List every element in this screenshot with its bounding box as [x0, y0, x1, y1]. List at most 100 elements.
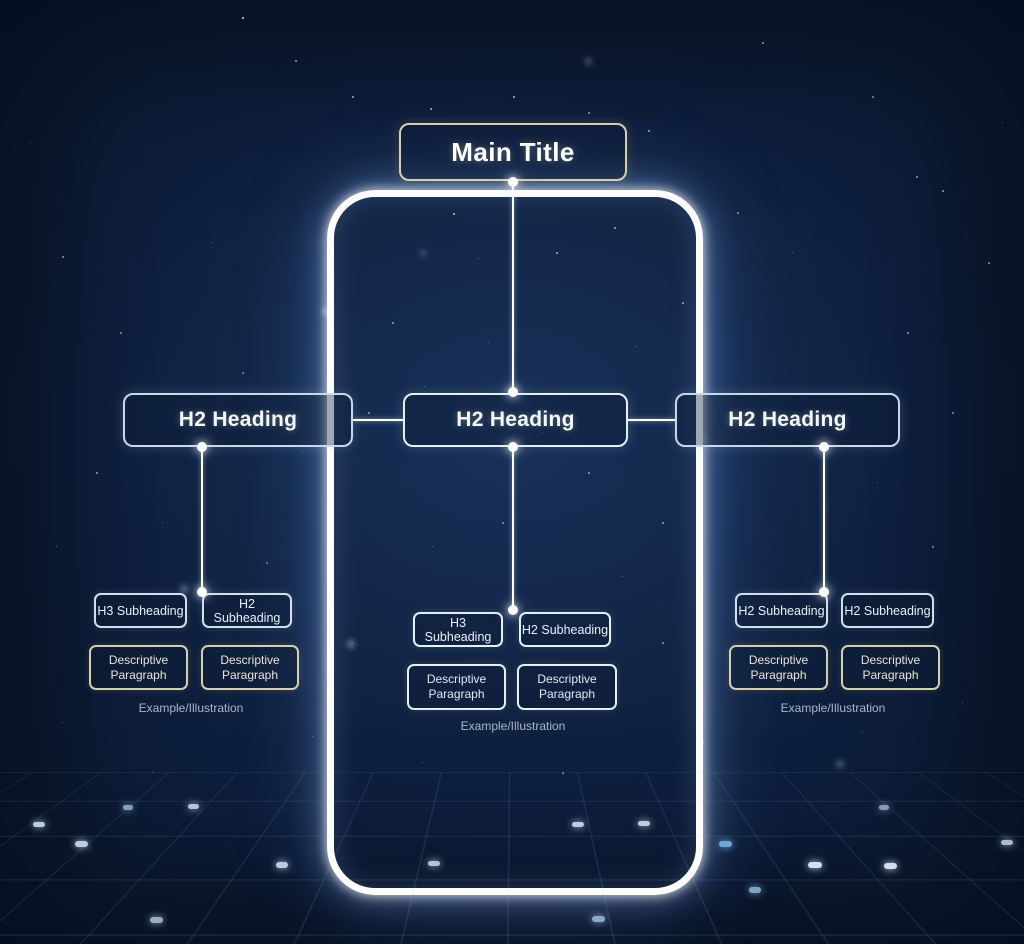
subheading-label: H2 Subheading: [844, 603, 931, 618]
connector-dot: [508, 605, 518, 615]
floor-marker: [75, 841, 88, 847]
star-speck: [488, 342, 490, 344]
star-speck: [212, 242, 214, 244]
bokeh-dot: [420, 250, 426, 256]
star-speck: [422, 762, 424, 764]
star-speck: [242, 372, 244, 374]
connector-branch-0-vertical: [201, 447, 203, 593]
connector-right-horizontal: [628, 419, 675, 421]
branch-1-heading-label: H2 Heading: [456, 408, 575, 431]
branch-2-subheading-box: H2 Subheading: [841, 593, 934, 628]
floor-marker: [150, 917, 163, 923]
connector-dot: [819, 587, 829, 597]
star-speck: [642, 185, 644, 187]
star-speck: [1002, 122, 1004, 124]
branch-0-subheading-box: H2 Subheading: [202, 593, 292, 628]
star-speck: [916, 176, 918, 178]
star-speck: [312, 736, 314, 738]
star-speck: [295, 60, 297, 62]
floor-marker: [33, 822, 45, 827]
branch-0-paragraph-box: Descriptive Paragraph: [201, 645, 299, 690]
star-speck: [352, 96, 354, 98]
star-speck: [636, 346, 638, 348]
phone-outline: [327, 190, 703, 895]
paragraph-label: Descriptive Paragraph: [748, 652, 809, 682]
star-speck: [588, 472, 590, 474]
star-speck: [662, 522, 664, 524]
connector-dot: [508, 387, 518, 397]
connector-dot: [508, 442, 518, 452]
star-speck: [872, 96, 874, 98]
connector-branch-1-vertical: [512, 447, 514, 610]
bokeh-dot: [180, 585, 188, 593]
subheading-label: H2 Subheading: [213, 596, 281, 625]
star-speck: [562, 772, 564, 774]
star-speck: [614, 227, 616, 229]
star-speck: [352, 642, 354, 644]
star-speck: [762, 42, 764, 44]
floor-marker: [592, 916, 605, 922]
connector-branch-2-vertical: [823, 447, 825, 592]
branch-0-caption: Example/Illustration: [138, 701, 244, 715]
star-speck: [432, 546, 434, 548]
branch-1-heading-box: H2 Heading: [403, 393, 628, 447]
connector-title-vertical: [512, 181, 514, 393]
star-speck: [682, 302, 684, 304]
star-speck: [556, 252, 558, 254]
paragraph-label: Descriptive Paragraph: [220, 652, 280, 682]
floor-marker: [808, 862, 822, 868]
star-speck: [162, 522, 164, 524]
star-speck: [242, 17, 244, 19]
branch-1-paragraph-box: Descriptive Paragraph: [517, 664, 617, 710]
branch-0-heading-label: H2 Heading: [178, 408, 298, 431]
star-speck: [588, 112, 590, 114]
star-speck: [877, 482, 879, 484]
branch-2-paragraph-box: Descriptive Paragraph: [841, 645, 940, 690]
star-speck: [502, 522, 504, 524]
star-speck: [907, 332, 909, 334]
star-speck: [648, 130, 650, 132]
branch-1-caption: Example/Illustration: [460, 719, 566, 733]
branch-0-heading-box: H2 Heading: [123, 393, 353, 447]
subheading-label: H2 Subheading: [521, 622, 609, 637]
branch-1-paragraph-box: Descriptive Paragraph: [407, 664, 506, 710]
floor-marker: [123, 805, 133, 810]
floor-marker: [719, 841, 732, 847]
connector-dot: [508, 177, 518, 187]
floor-marker: [276, 862, 288, 868]
branch-1-subheading-box: H3 Subheading: [413, 612, 503, 647]
main-title-box: Main Title: [399, 123, 627, 181]
star-speck: [302, 452, 304, 454]
bokeh-dot: [836, 760, 844, 768]
bokeh-dot: [585, 58, 592, 65]
star-speck: [453, 213, 455, 215]
paragraph-label: Descriptive Paragraph: [860, 652, 921, 682]
paragraph-label: Descriptive Paragraph: [426, 672, 487, 701]
star-speck: [30, 142, 32, 144]
connector-left-horizontal: [353, 419, 403, 421]
star-speck: [542, 432, 544, 434]
star-speck: [622, 576, 624, 578]
connector-dot: [819, 442, 829, 452]
star-speck: [792, 252, 794, 254]
branch-2-caption: Example/Illustration: [780, 701, 886, 715]
bokeh-dot: [322, 307, 331, 316]
star-speck: [662, 642, 664, 644]
subheading-label: H2 Subheading: [738, 603, 825, 618]
branch-0-paragraph-box: Descriptive Paragraph: [89, 645, 188, 690]
star-speck: [368, 412, 370, 414]
subheading-label: H3 Subheading: [97, 603, 184, 618]
subheading-label: H3 Subheading: [424, 615, 492, 644]
star-speck: [392, 322, 394, 324]
star-speck: [120, 332, 122, 334]
floor-marker: [884, 863, 897, 869]
star-speck: [152, 772, 154, 774]
star-speck: [952, 412, 954, 414]
floor-marker: [188, 804, 199, 809]
star-speck: [424, 386, 426, 388]
paragraph-label: Descriptive Paragraph: [108, 652, 169, 682]
branch-2-heading-box: H2 Heading: [675, 393, 900, 447]
branch-0-subheading-box: H3 Subheading: [94, 593, 187, 628]
branch-2-subheading-box: H2 Subheading: [735, 593, 828, 628]
